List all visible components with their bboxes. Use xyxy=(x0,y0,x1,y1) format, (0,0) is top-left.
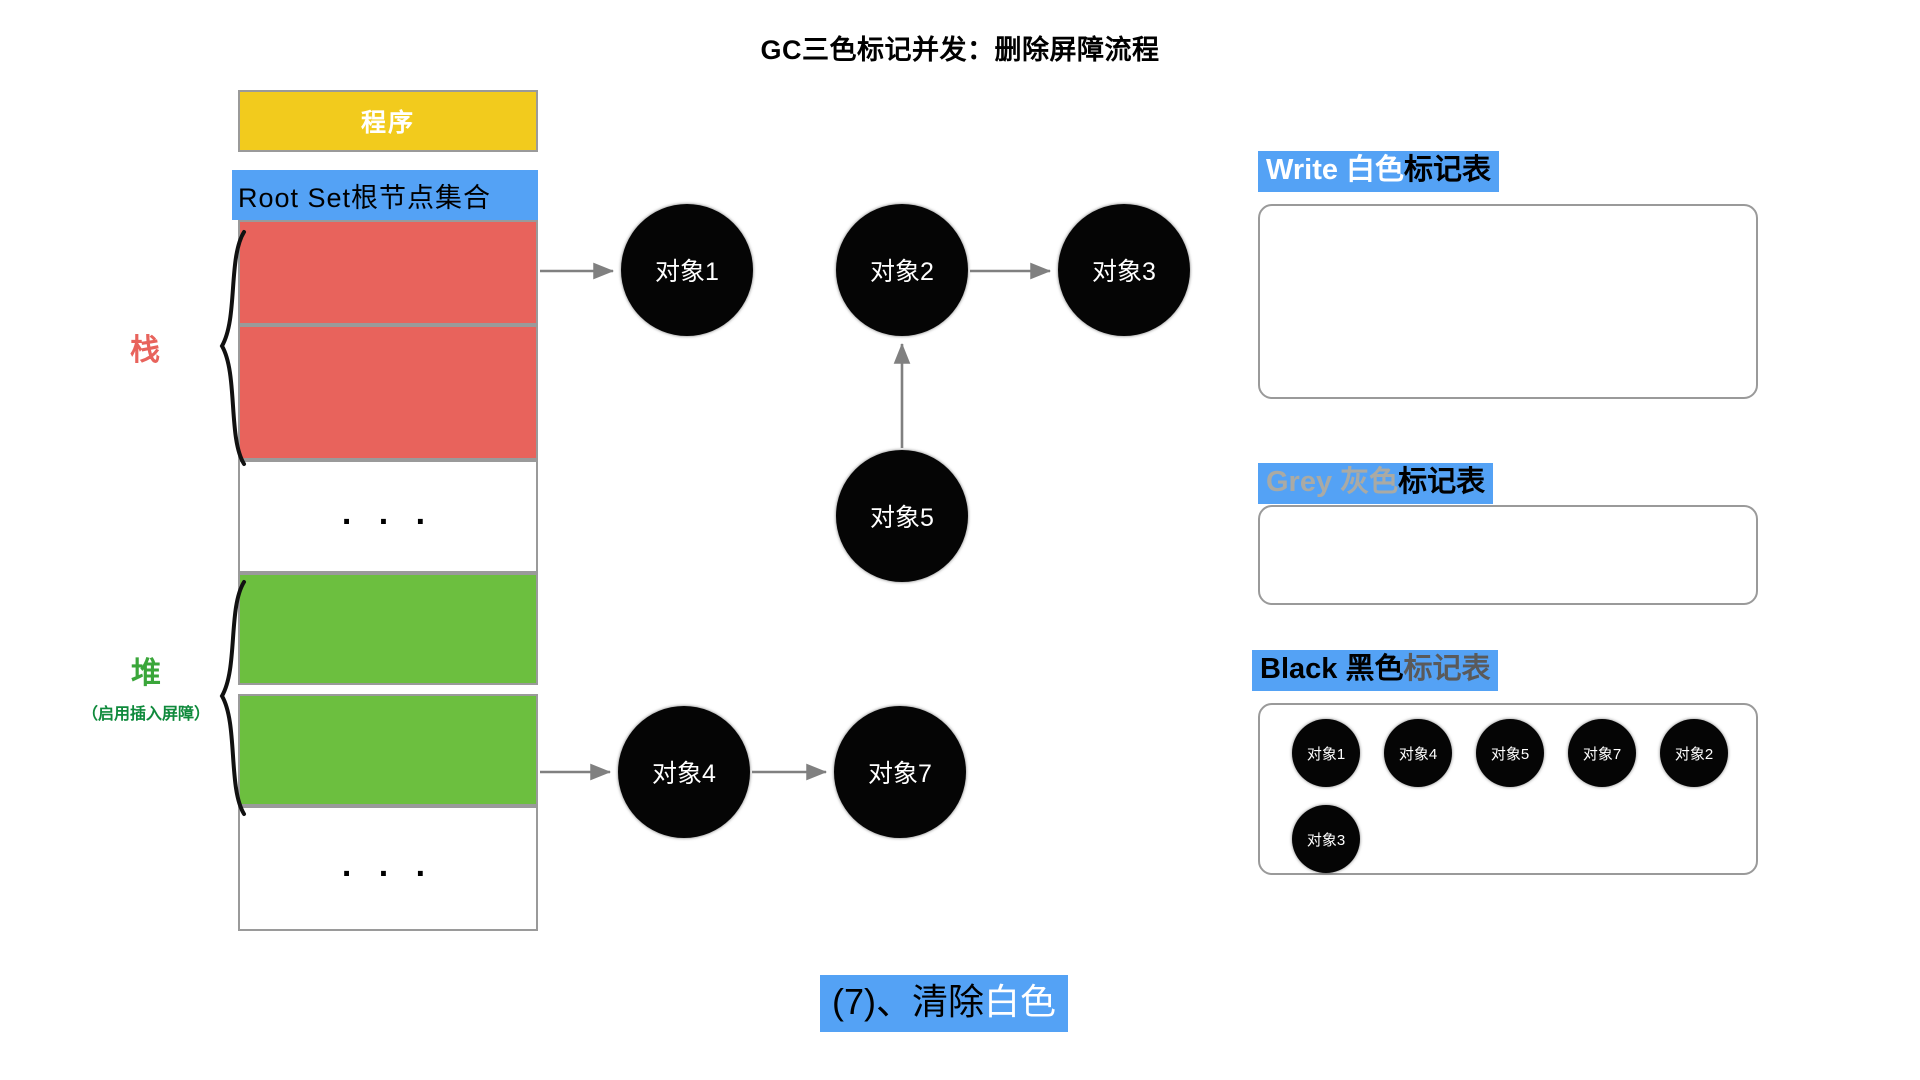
node-obj1-label: 对象1 xyxy=(655,258,719,286)
black-chip-obj1-label: 对象1 xyxy=(1306,745,1346,763)
ellipsis-stack: . . . xyxy=(341,493,435,532)
black-chip-obj5[interactable]: 对象5 xyxy=(1476,719,1544,787)
black-chip-obj3[interactable]: 对象3 xyxy=(1292,805,1360,873)
node-obj7-label: 对象7 xyxy=(868,760,932,788)
grey-table-body[interactable] xyxy=(1258,505,1758,605)
root-set-box: Root Set根节点集合 xyxy=(232,170,538,220)
program-label: 程序 xyxy=(360,109,415,137)
black-chip-obj4[interactable]: 对象4 xyxy=(1384,719,1452,787)
page-title: GC三色标记并发：删除屏障流程 xyxy=(760,35,1160,65)
node-obj4-label: 对象4 xyxy=(652,760,716,788)
black-chip-obj1[interactable]: 对象1 xyxy=(1292,719,1360,787)
black-chip-obj5-label: 对象5 xyxy=(1490,745,1530,763)
node-obj3-label: 对象3 xyxy=(1092,258,1156,286)
grey-table-title-rest: 标记表 xyxy=(1398,466,1486,498)
black-table-header: Black 黑色标记表 xyxy=(1252,650,1499,692)
white-table-title-rest: 标记表 xyxy=(1404,154,1492,186)
program-box: 程序 xyxy=(238,90,538,152)
root-set-label: Root Set根节点集合 xyxy=(238,182,492,213)
heap-gap-slot: . . . xyxy=(238,806,538,931)
stack-slot-1 xyxy=(238,220,538,325)
black-table-body[interactable]: 对象1 对象4 对象5 对象7 对象2 对象3 xyxy=(1258,703,1758,875)
black-chip-obj2[interactable]: 对象2 xyxy=(1660,719,1728,787)
stack-slot-2 xyxy=(238,325,538,460)
white-table-header: Write 白色标记表 xyxy=(1258,151,1500,193)
node-obj2[interactable]: 对象2 xyxy=(836,204,968,336)
black-table-title-rest: 标记表 xyxy=(1403,653,1491,685)
node-obj7[interactable]: 对象7 xyxy=(834,706,966,838)
node-obj5-label: 对象5 xyxy=(870,504,934,532)
heap-slot-1 xyxy=(238,573,538,685)
black-chip-obj3-label: 对象3 xyxy=(1306,831,1346,849)
white-table-body[interactable] xyxy=(1258,204,1758,399)
white-table-title-strong: Write 白色 xyxy=(1266,154,1405,186)
node-obj5[interactable]: 对象5 xyxy=(836,450,968,582)
black-table-title-strong: Black 黑色 xyxy=(1260,653,1404,685)
black-chip-obj7-label: 对象7 xyxy=(1582,745,1622,763)
step-caption-highlight: 白色 xyxy=(984,981,1057,1022)
node-obj2-label: 对象2 xyxy=(870,258,934,286)
heap-slot-2 xyxy=(238,694,538,806)
step-caption-prefix: (7)、清除 xyxy=(832,981,984,1022)
node-obj1[interactable]: 对象1 xyxy=(621,204,753,336)
heap-sublabel: （启用插入屏障） xyxy=(81,706,210,723)
grey-table-title-strong: Grey 灰色 xyxy=(1266,466,1399,498)
stack-gap-slot: . . . xyxy=(238,460,538,573)
stack-label: 栈 xyxy=(130,334,160,367)
black-chip-obj2-label: 对象2 xyxy=(1674,745,1714,763)
node-obj3[interactable]: 对象3 xyxy=(1058,204,1190,336)
black-chip-obj7[interactable]: 对象7 xyxy=(1568,719,1636,787)
black-chip-obj4-label: 对象4 xyxy=(1398,745,1438,763)
step-caption: (7)、清除白色 xyxy=(820,975,1069,1033)
heap-label: 堆 xyxy=(131,657,161,690)
node-obj4[interactable]: 对象4 xyxy=(618,706,750,838)
ellipsis-heap: . . . xyxy=(341,845,435,884)
grey-table-header: Grey 灰色标记表 xyxy=(1258,463,1494,505)
